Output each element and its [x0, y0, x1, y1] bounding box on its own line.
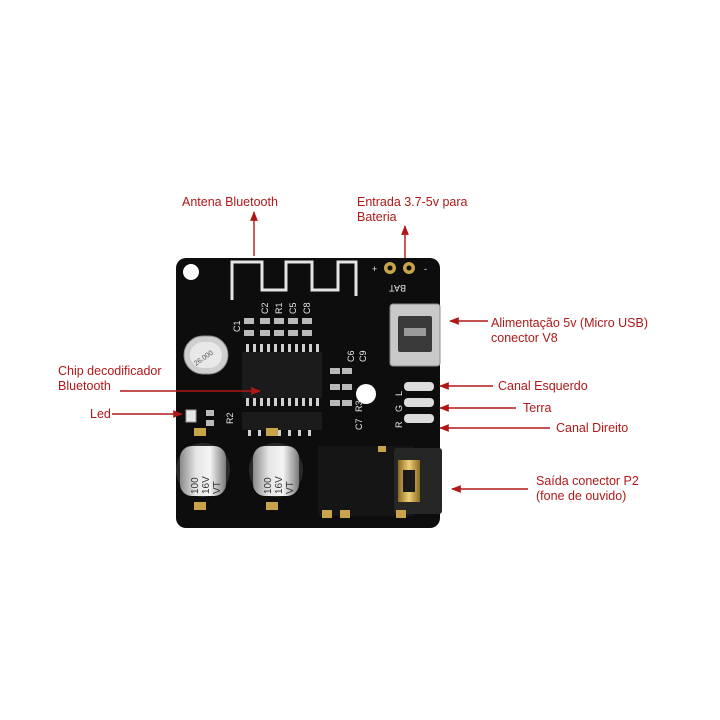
silk-c8: C8: [302, 302, 312, 314]
silk-c1: C1: [232, 320, 242, 332]
audio-jack-p2: [318, 446, 442, 518]
label-led: Led: [90, 407, 111, 421]
svg-text:100: 100: [263, 477, 274, 494]
crystal-oscillator: 26.000: [183, 335, 229, 375]
label-power: Alimentação 5v (Micro USB) conector V8: [491, 316, 648, 345]
svg-text:VT: VT: [285, 481, 296, 494]
capacitor-left: 100 16V VT: [176, 428, 230, 510]
silk-r3: R3: [354, 400, 364, 412]
output-pins: R G L: [394, 382, 434, 428]
label-right-channel: Canal Direito: [556, 421, 629, 435]
pcb-board: + - BAT C1 C2 R1 C5 C8 C6 C9 R2: [176, 258, 442, 528]
svg-text:16V: 16V: [201, 476, 212, 494]
silk-r2: R2: [225, 412, 235, 424]
svg-text:-: -: [424, 264, 427, 274]
label-ground: Terra: [523, 401, 552, 415]
svg-text:100: 100: [190, 477, 201, 494]
label-battery: Entrada 3.7-5v para Bateria: [357, 195, 468, 224]
bat-silk: BAT: [389, 283, 406, 293]
antenna-trace: [230, 260, 358, 300]
pin-label-g: G: [394, 405, 404, 412]
led: [185, 409, 197, 423]
silk-c9: C9: [358, 350, 368, 362]
pin-label-l: L: [394, 391, 404, 396]
annotation-arrows: [112, 211, 550, 493]
silk-c5: C5: [288, 302, 298, 314]
svg-text:VT: VT: [212, 481, 223, 494]
silk-c6: C6: [346, 350, 356, 362]
micro-usb-connector: [389, 303, 441, 367]
label-output: Saída conector P2 (fone de ouvido): [536, 474, 639, 503]
svg-text:16V: 16V: [274, 476, 285, 494]
pin-label-r: R: [394, 421, 404, 428]
label-chip: Chip decodificador Bluetooth: [58, 364, 162, 393]
capacitor-right: 100 16V VT: [249, 428, 303, 510]
silk-c2: C2: [260, 302, 270, 314]
silk-r1: R1: [274, 302, 284, 314]
mount-hole-center: [356, 384, 376, 404]
label-left-channel: Canal Esquerdo: [498, 379, 588, 393]
silk-c7: C7: [354, 418, 364, 430]
label-antenna: Antena Bluetooth: [182, 195, 278, 209]
mount-hole-top-left: [183, 264, 199, 280]
svg-text:+: +: [372, 264, 377, 274]
decoder-chip: [242, 344, 322, 406]
